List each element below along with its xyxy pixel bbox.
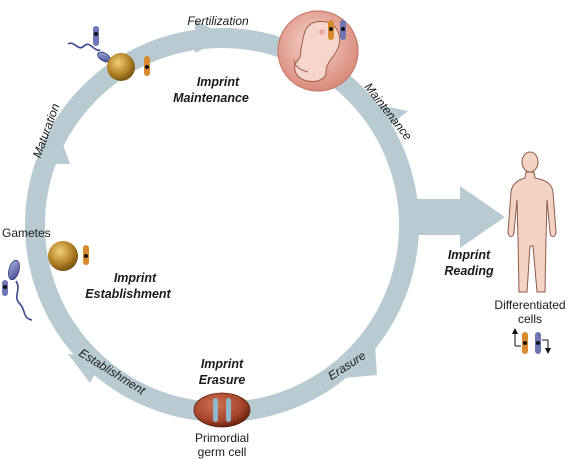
phase-imprint-reading-line2: Reading xyxy=(444,264,494,278)
phase-imprint-erasure-line2: Erasure xyxy=(199,373,246,387)
arrowhead-maintenance xyxy=(374,104,408,135)
phase-imprint-maintenance: Imprint Maintenance xyxy=(173,75,249,105)
sperm-top-icon xyxy=(67,42,111,63)
human-figure-icon xyxy=(507,151,557,293)
arrowhead-establishment xyxy=(68,354,104,383)
phase-imprint-maintenance-line1: Imprint xyxy=(197,75,240,89)
arrowhead-fertilization xyxy=(195,20,228,53)
egg-top-icon xyxy=(107,53,135,81)
phase-imprint-erasure-line1: Imprint xyxy=(201,357,244,371)
label-primordial-line1: Primordial xyxy=(195,431,249,445)
chromosomes-embryo xyxy=(328,20,346,40)
label-differentiated-line2: cells xyxy=(518,312,542,326)
phase-imprint-reading: Imprint Reading xyxy=(444,248,494,278)
phase-imprint-maintenance-line2: Maintenance xyxy=(173,91,249,105)
phase-imprint-establishment-line2: Establishment xyxy=(85,287,171,301)
label-gametes: Gametes xyxy=(2,226,51,240)
sperm-gametes-icon xyxy=(8,259,33,321)
label-primordial-line2: germ cell xyxy=(198,445,247,459)
chromosome-sperm-top xyxy=(93,26,99,46)
primordial-germ-cell-icon xyxy=(193,392,251,428)
phase-imprint-reading-line1: Imprint xyxy=(448,248,491,262)
embryo-icon xyxy=(277,10,359,92)
imprint-reading-arrow xyxy=(405,186,505,248)
phase-imprint-erasure: Imprint Erasure xyxy=(199,357,246,387)
chromosome-sperm-gametes xyxy=(2,280,8,296)
phase-imprint-establishment: Imprint Establishment xyxy=(85,271,171,301)
label-fertilization: Fertilization xyxy=(187,14,249,28)
label-differentiated-line1: Differentiated xyxy=(494,298,565,312)
phase-imprint-establishment-line1: Imprint xyxy=(114,271,157,285)
chromosome-egg-top xyxy=(144,56,150,76)
differentiated-chromosomes xyxy=(512,328,551,354)
arrowhead-erasure xyxy=(343,345,377,378)
chromosome-egg-gametes xyxy=(83,245,89,265)
egg-gametes-icon xyxy=(48,241,78,271)
arrowhead-maturation xyxy=(43,128,70,164)
